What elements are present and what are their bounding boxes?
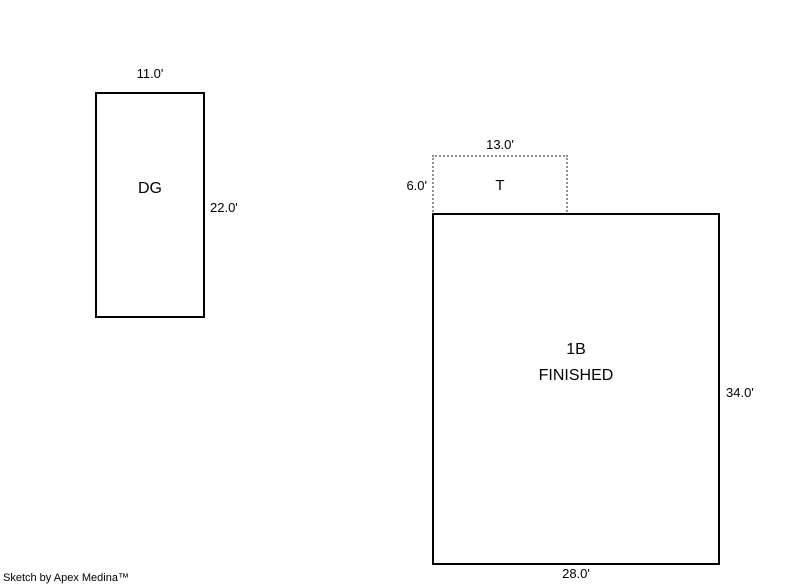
main-area-label-line1: 1B (566, 341, 586, 358)
garage-outline: DG (95, 92, 205, 318)
t-addition-label: T (495, 177, 505, 194)
garage-label: DG (138, 180, 162, 197)
garage-side-dimension: 22.0' (210, 200, 238, 215)
t-addition-outline: T (432, 155, 568, 215)
t-addition-side-dimension: 6.0' (406, 178, 427, 193)
main-area-outline: 1B FINISHED (432, 213, 720, 565)
main-area-label: 1B FINISHED (434, 337, 718, 389)
main-area-bottom-dimension: 28.0' (562, 566, 590, 581)
main-area-side-dimension: 34.0' (726, 385, 754, 400)
sketch-credit: Sketch by Apex Medina™ (3, 572, 129, 584)
t-addition-top-dimension: 13.0' (486, 137, 514, 152)
garage-top-dimension: 11.0' (136, 66, 164, 81)
main-area-label-line2: FINISHED (538, 367, 614, 384)
